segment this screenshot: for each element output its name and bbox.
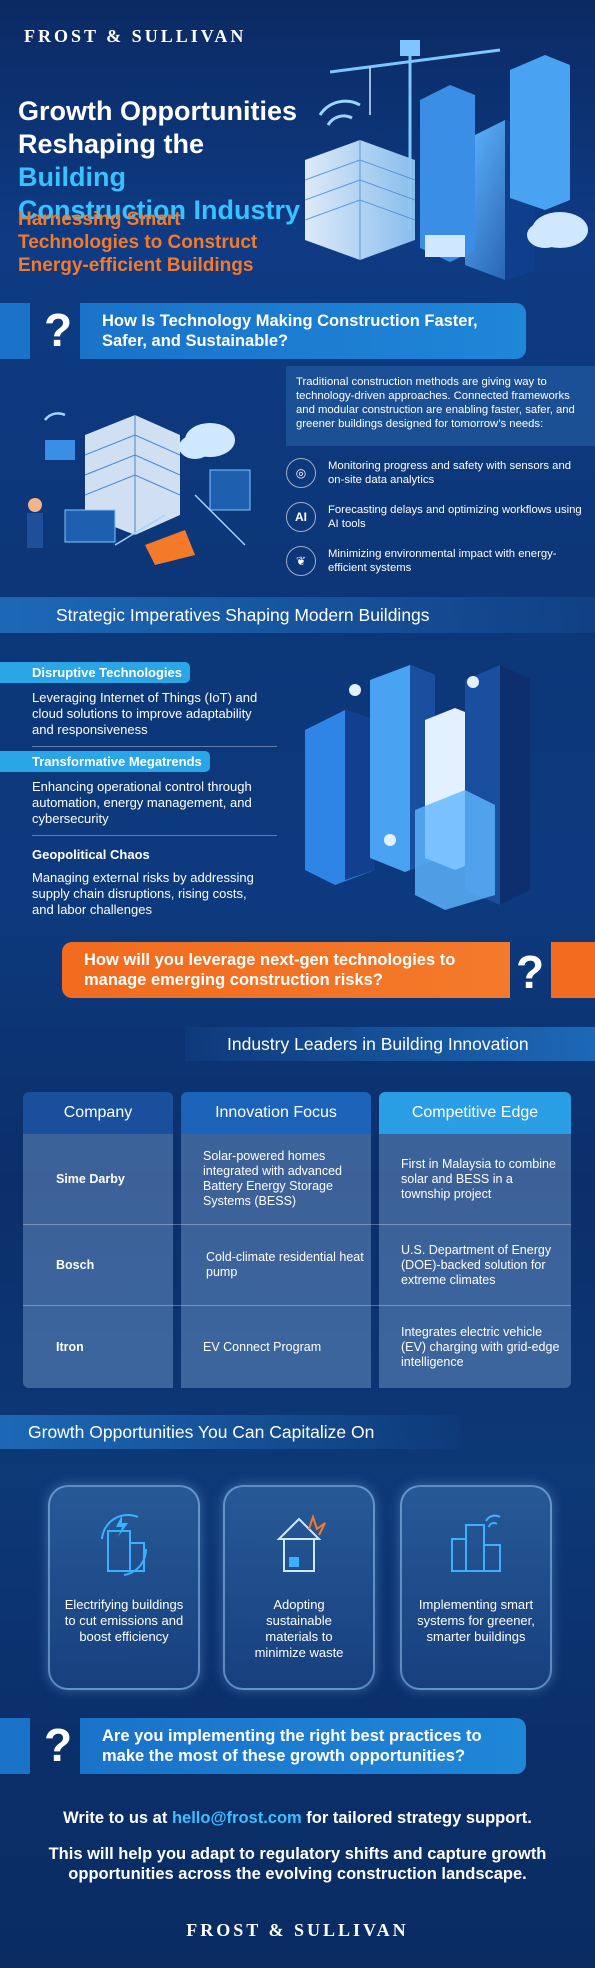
green-building-icon <box>101 1514 148 1576</box>
divider <box>32 835 277 836</box>
imperatives-list: Disruptive Technologies Leveraging Inter… <box>0 662 280 918</box>
question-bar-risks: How will you leverage next-gen technolog… <box>62 942 510 998</box>
question-bar-accent <box>551 942 595 998</box>
section-heading-leaders: Industry Leaders in Building Innovation <box>185 1027 595 1061</box>
question-mark-icon: ? <box>43 1719 73 1771</box>
title-line-1: Growth Opportunities <box>18 96 297 126</box>
table-body: Sime Darby Solar-powered homes integrate… <box>23 1134 571 1388</box>
contact-description: This will help you adapt to regulatory s… <box>48 1845 547 1883</box>
technology-intro-box: Traditional construction methods are giv… <box>286 366 595 446</box>
growth-card: Adopting sustainable materials to minimi… <box>223 1485 375 1690</box>
page-subtitle: Harnessing Smart Technologies to Constru… <box>18 209 258 276</box>
modern-buildings-illustration <box>305 665 530 910</box>
imperative-label: Transformative Megatrends <box>0 751 210 772</box>
question-mark-icon: ? <box>43 304 73 356</box>
email-link[interactable]: hello@frost.com <box>171 1809 302 1827</box>
divider <box>32 746 277 747</box>
table-row-divider <box>23 1305 571 1306</box>
feature-item: AI Forecasting delays and optimizing wor… <box>286 498 586 536</box>
question-bar-best-practices: Are you implementing the right best prac… <box>80 1718 526 1774</box>
question-mark-icon: ? <box>515 946 545 998</box>
table-header-edge: Competitive Edge <box>379 1092 571 1134</box>
imperative-item: Geopolitical Chaos Managing external ris… <box>0 844 280 918</box>
section-heading-growth: Growth Opportunities You Can Capitalize … <box>0 1415 460 1449</box>
smart-city-icon <box>451 1514 501 1572</box>
sensor-icon: ◎ <box>286 458 316 488</box>
table-column-company <box>23 1134 173 1388</box>
question-bar-technology: How Is Technology Making Construction Fa… <box>80 303 526 359</box>
contact-line: Write to us at hello@frost.com for tailo… <box>63 1809 532 1827</box>
question-bar-accent <box>0 303 30 359</box>
growth-card: Implementing smart systems for greener, … <box>400 1485 552 1690</box>
construction-tech-illustration <box>27 412 251 565</box>
ai-icon: AI <box>286 502 316 532</box>
table-row: Bosch Cold-climate residential heat pump… <box>56 1242 552 1287</box>
imperative-item: Transformative Megatrends Enhancing oper… <box>0 751 280 827</box>
imperative-label: Geopolitical Chaos <box>32 847 150 862</box>
footer-brand-logo: FROST & SULLIVAN <box>186 1920 409 1940</box>
question-bar-accent <box>0 1718 30 1774</box>
feature-item: ◎ Monitoring progress and safety with se… <box>286 454 586 492</box>
table-header-focus: Innovation Focus <box>181 1092 371 1134</box>
feature-item: ❦ Minimizing environmental impact with e… <box>286 542 586 580</box>
table-header-company: Company <box>23 1092 173 1134</box>
imperative-label: Disruptive Technologies <box>0 662 191 683</box>
title-line-3: Construction Industry <box>18 195 300 225</box>
imperative-item: Disruptive Technologies Leveraging Inter… <box>0 662 280 738</box>
brand-logo: FROST & SULLIVAN <box>24 26 247 46</box>
table-row-divider <box>23 1224 571 1225</box>
growth-card: Electrifying buildings to cut emissions … <box>48 1485 200 1690</box>
table-column-edge <box>379 1134 571 1388</box>
table-row: Itron EV Connect Program Integrates elec… <box>56 1324 560 1369</box>
title-line-2: Reshaping the Building <box>18 129 205 192</box>
hero-city-illustration <box>304 40 588 280</box>
section-heading-imperatives: Strategic Imperatives Shaping Modern Bui… <box>0 597 595 633</box>
sustainable-materials-icon <box>276 1513 326 1572</box>
leaf-hands-icon: ❦ <box>286 546 316 576</box>
page-title: Growth Opportunities Reshaping the Build… <box>18 95 318 227</box>
technology-feature-list: ◎ Monitoring progress and safety with se… <box>286 454 586 580</box>
table-row: Sime Darby Solar-powered homes integrate… <box>56 1149 556 1208</box>
table-column-focus <box>181 1134 371 1388</box>
